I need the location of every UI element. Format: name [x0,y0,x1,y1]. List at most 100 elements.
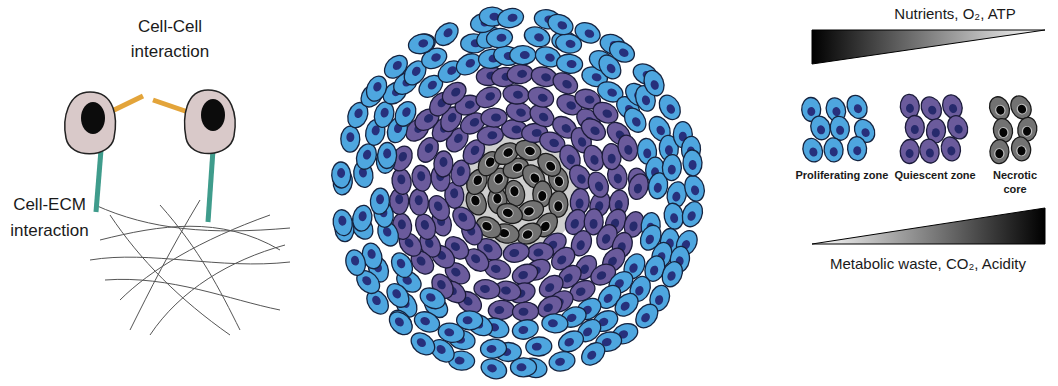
cell-nucleus [543,281,556,293]
cell-nucleus [600,233,611,245]
cell-nucleus [569,218,580,230]
cell-nucleus [469,144,481,157]
cell-nucleus [565,153,576,165]
cell-nucleus [523,206,535,217]
cell-nucleus [575,239,586,251]
cell-nucleus-ring [468,193,482,208]
cell [847,136,868,161]
cell [679,199,707,230]
cell-body [615,133,640,163]
cell [843,92,871,122]
cell-body [918,137,941,164]
cell-nucleus [493,193,502,204]
cell [331,208,354,237]
cell-nucleus [584,94,596,104]
cell-nucleus [419,316,431,327]
cell [501,241,530,265]
cell-nucleus [555,254,568,267]
cell [387,249,416,281]
cell-body [547,349,576,373]
cell-nucleus [532,342,542,351]
cell-body [847,136,868,161]
cell [572,19,604,47]
cell-nucleus [486,363,498,374]
cell-nucleus [655,124,667,137]
cell-nucleus [690,184,700,196]
cell-nucleus [575,173,587,186]
cell-nucleus [516,363,526,371]
cell-nucleus [370,294,382,307]
cell-body [369,187,390,214]
cell-nucleus [575,286,587,298]
cell-body [377,142,397,169]
cell-body [480,338,508,359]
cell [369,187,390,214]
cell-nucleus [338,215,347,226]
cell-nucleus [487,131,498,140]
cell-nucleus [383,148,391,158]
cell-nucleus [515,107,527,118]
callout-label: Cell-Cell interaction [120,14,220,64]
cell-nucleus [511,125,522,134]
cell-body [606,37,638,66]
cell-nucleus-ring [993,103,1007,117]
cell-nucleus [481,220,494,232]
cell-nucleus [518,308,528,316]
cell-nucleus [548,137,560,148]
cell-nucleus [589,125,602,137]
cell-body [900,139,920,164]
cell-body [331,208,354,237]
cell-body [380,51,412,83]
cell-body [555,327,587,356]
cell-nucleus [449,86,462,98]
cell-nucleus [953,123,964,135]
cell [510,357,536,377]
cell-nucleus [415,336,428,348]
cell-nucleus [533,248,544,257]
cell-nucleus [367,248,377,260]
cell-body [1010,135,1033,162]
cell-nucleus-ring [1021,125,1033,137]
cell-nucleus [931,128,940,138]
cell-nucleus [533,32,545,43]
cell [481,108,508,128]
ecm-fibers [90,200,290,335]
cell-nucleus [593,180,604,192]
cell [496,6,525,30]
cell-body [417,284,449,313]
cell-nucleus-ring [522,204,536,218]
cell [407,328,439,359]
cell-nucleus [544,160,557,173]
cell-nucleus [521,229,534,241]
cell-body [510,45,536,65]
cell-nucleus [417,38,429,48]
cell-body [525,336,552,357]
cell-body [541,313,568,333]
cell-nucleus [562,272,575,285]
cell-nucleus [852,103,863,115]
cell-body [479,356,510,382]
cell-nucleus-ring [500,145,516,160]
cell-body [526,84,557,110]
cell-nucleus [456,166,465,177]
cell [363,73,391,104]
cell-body [496,6,525,30]
cell-nucleus [589,154,600,166]
cell-nucleus [350,255,360,267]
cell-nucleus [548,319,558,328]
cell-nucleus [906,104,915,114]
cell-nucleus [419,219,430,231]
cell-nucleus [563,336,575,348]
cell-nucleus [484,91,496,103]
gradient-wedge [812,30,1045,64]
cell [390,167,413,196]
cell-body [662,154,682,181]
cell [377,142,397,169]
cell-nucleus [668,164,676,174]
cell [506,63,534,85]
cell-body [506,63,534,85]
cell-nucleus [452,132,464,145]
cell [918,137,941,164]
cell [905,115,924,139]
cell-nucleus [665,145,674,155]
